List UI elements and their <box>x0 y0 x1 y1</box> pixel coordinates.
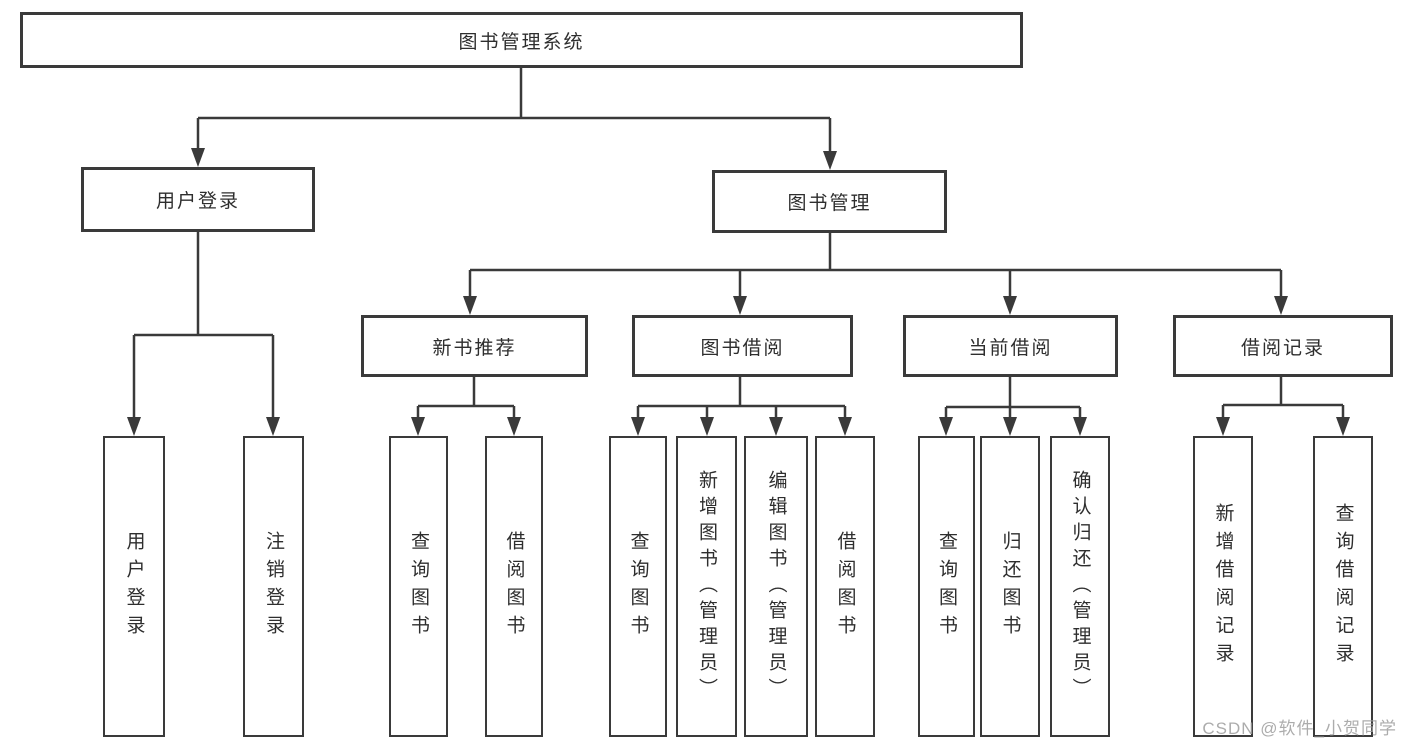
node-user-login: 用户登录 <box>81 167 315 232</box>
leaf-user-login: 用户登录 <box>103 436 165 737</box>
node-book-management: 图书管理 <box>712 170 947 233</box>
watermark: CSDN @软件_小贺同学 <box>1202 719 1397 738</box>
leaf-query-books-recommendation: 查询图书 <box>389 436 448 737</box>
node-new-book-recommendation: 新书推荐 <box>361 315 588 377</box>
leaf-query-borrow-record: 查询借阅记录 <box>1313 436 1373 737</box>
node-borrowing-records: 借阅记录 <box>1173 315 1393 377</box>
node-current-borrowing: 当前借阅 <box>903 315 1118 377</box>
leaf-confirm-return-admin: 确认归还（管理员） <box>1050 436 1110 737</box>
leaf-return-books: 归还图书 <box>980 436 1040 737</box>
leaf-borrow-books-recommendation: 借阅图书 <box>485 436 543 737</box>
node-book-borrowing: 图书借阅 <box>632 315 853 377</box>
leaf-add-books-admin: 新增图书（管理员） <box>676 436 737 737</box>
leaf-query-books-current: 查询图书 <box>918 436 975 737</box>
leaf-logout: 注销登录 <box>243 436 304 737</box>
leaf-borrow-books-borrowing: 借阅图书 <box>815 436 875 737</box>
node-library-management-system: 图书管理系统 <box>20 12 1023 68</box>
leaf-query-books-borrowing: 查询图书 <box>609 436 667 737</box>
leaf-edit-books-admin: 编辑图书（管理员） <box>744 436 808 737</box>
leaf-add-borrow-record: 新增借阅记录 <box>1193 436 1253 737</box>
